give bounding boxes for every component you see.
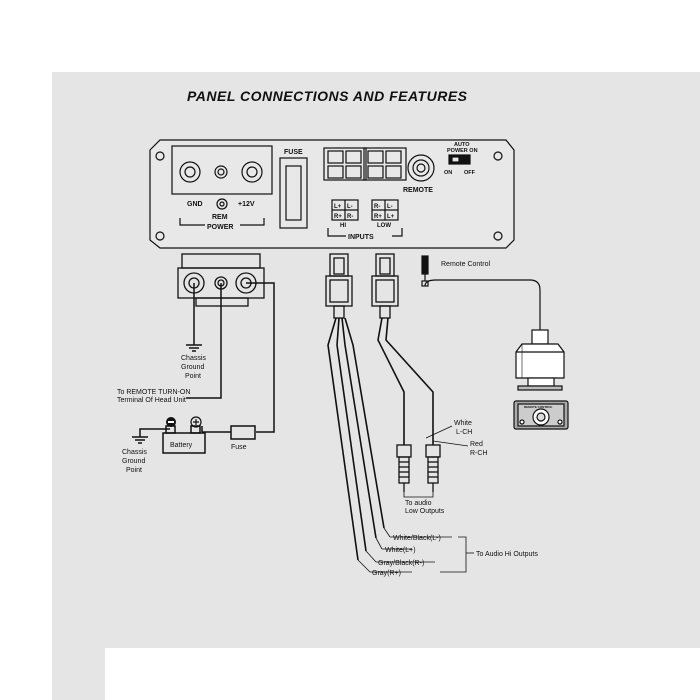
battery-icon — [162, 432, 206, 454]
chassis-ground-1-line2: Ground — [181, 364, 204, 371]
plus-icon — [190, 416, 202, 428]
hi-wire-gray-black: Gray/Black(R-) — [378, 560, 424, 567]
fuse-wire-label: Fuse — [231, 444, 247, 451]
rem-terminal-icon — [214, 165, 228, 179]
low-input-connector — [363, 147, 407, 181]
hi-pin-r-plus: R+ — [334, 214, 342, 220]
audio-low-line2: Low Outputs — [405, 508, 445, 515]
battery-label: Battery — [170, 442, 193, 449]
chassis-ground-2-line2: Ground — [122, 458, 145, 465]
gnd-label: GND — [187, 201, 203, 208]
hi-pin-l-plus: L+ — [334, 204, 342, 210]
remote-control-label: Remote Control — [441, 261, 490, 268]
low-input-plug — [371, 253, 399, 319]
screw-icon — [155, 231, 165, 241]
low-label: LOW — [377, 223, 391, 229]
remote-control-knob — [515, 329, 565, 391]
on-label: ON — [444, 170, 452, 176]
hi-output-wires — [327, 317, 385, 561]
remote-jack-icon — [407, 154, 435, 182]
hi-wire-white: White(L+) — [385, 547, 416, 554]
fuse-holder — [279, 157, 308, 229]
low-pin-r-minus: R- — [374, 204, 380, 210]
screw-icon — [493, 231, 503, 241]
hi-label: HI — [340, 223, 346, 229]
remote-turn-on-line2: Terminal Of Head Unit — [117, 397, 186, 404]
hi-wire-gray: Gray(R+) — [372, 570, 401, 577]
plus12v-terminal-icon — [241, 161, 263, 183]
screw-icon — [493, 151, 503, 161]
chassis-ground-2-line3: Point — [126, 467, 142, 474]
power-on-label: POWER ON — [447, 148, 478, 154]
page-bottom-strip — [105, 648, 700, 700]
chassis-ground-1-line3: Point — [185, 373, 201, 380]
low-output-wires — [377, 317, 434, 445]
remote-control-cable — [421, 255, 541, 330]
hi-pin-l-minus: L- — [347, 204, 353, 210]
remote-faceplate-label: REMOTE CONTROL — [524, 405, 553, 409]
power-wires — [132, 282, 275, 454]
audio-hi-label: To Audio Hi Outputs — [476, 551, 538, 558]
rca-leaders — [403, 425, 469, 498]
low-pin-l-plus: L+ — [387, 214, 395, 220]
inputs-label: INPUTS — [348, 234, 374, 241]
red-label: Red — [470, 441, 483, 448]
remote-label: REMOTE — [403, 187, 433, 194]
hi-input-plug — [325, 253, 353, 319]
hi-pin-r-minus: R- — [347, 214, 353, 220]
power-label: POWER — [207, 224, 233, 231]
plus12v-label: +12V — [238, 201, 255, 208]
remote-control-faceplate — [513, 400, 569, 430]
power-terminal-block — [171, 145, 273, 195]
low-pin-r-plus: R+ — [374, 214, 382, 220]
chassis-ground-1-line1: Chassis — [181, 355, 206, 362]
chassis-ground-2-line1: Chassis — [122, 449, 147, 456]
gnd-terminal-icon — [179, 161, 201, 183]
fuse-label: FUSE — [284, 149, 303, 156]
amplifier-panel — [149, 139, 515, 249]
hi-wire-leaders — [357, 527, 474, 573]
remote-turn-on-line1: To REMOTE TURN-ON — [117, 389, 190, 396]
off-label: OFF — [464, 170, 476, 176]
rem-label: REM — [212, 214, 228, 221]
low-pin-l-minus: L- — [387, 204, 393, 210]
white-label: White — [454, 420, 472, 427]
page-title: PANEL CONNECTIONS AND FEATURES — [187, 88, 468, 104]
rem-screw-icon — [216, 198, 228, 210]
hi-wire-white-black: White/Black(L-) — [393, 535, 441, 542]
red-rch-label: R-CH — [470, 450, 488, 457]
hi-input-connector — [323, 147, 367, 181]
audio-low-line1: To audio — [405, 500, 432, 507]
auto-label: AUTO — [454, 142, 470, 148]
screw-icon — [155, 151, 165, 161]
white-lch-label: L-CH — [456, 429, 472, 436]
rca-connectors — [396, 444, 441, 492]
